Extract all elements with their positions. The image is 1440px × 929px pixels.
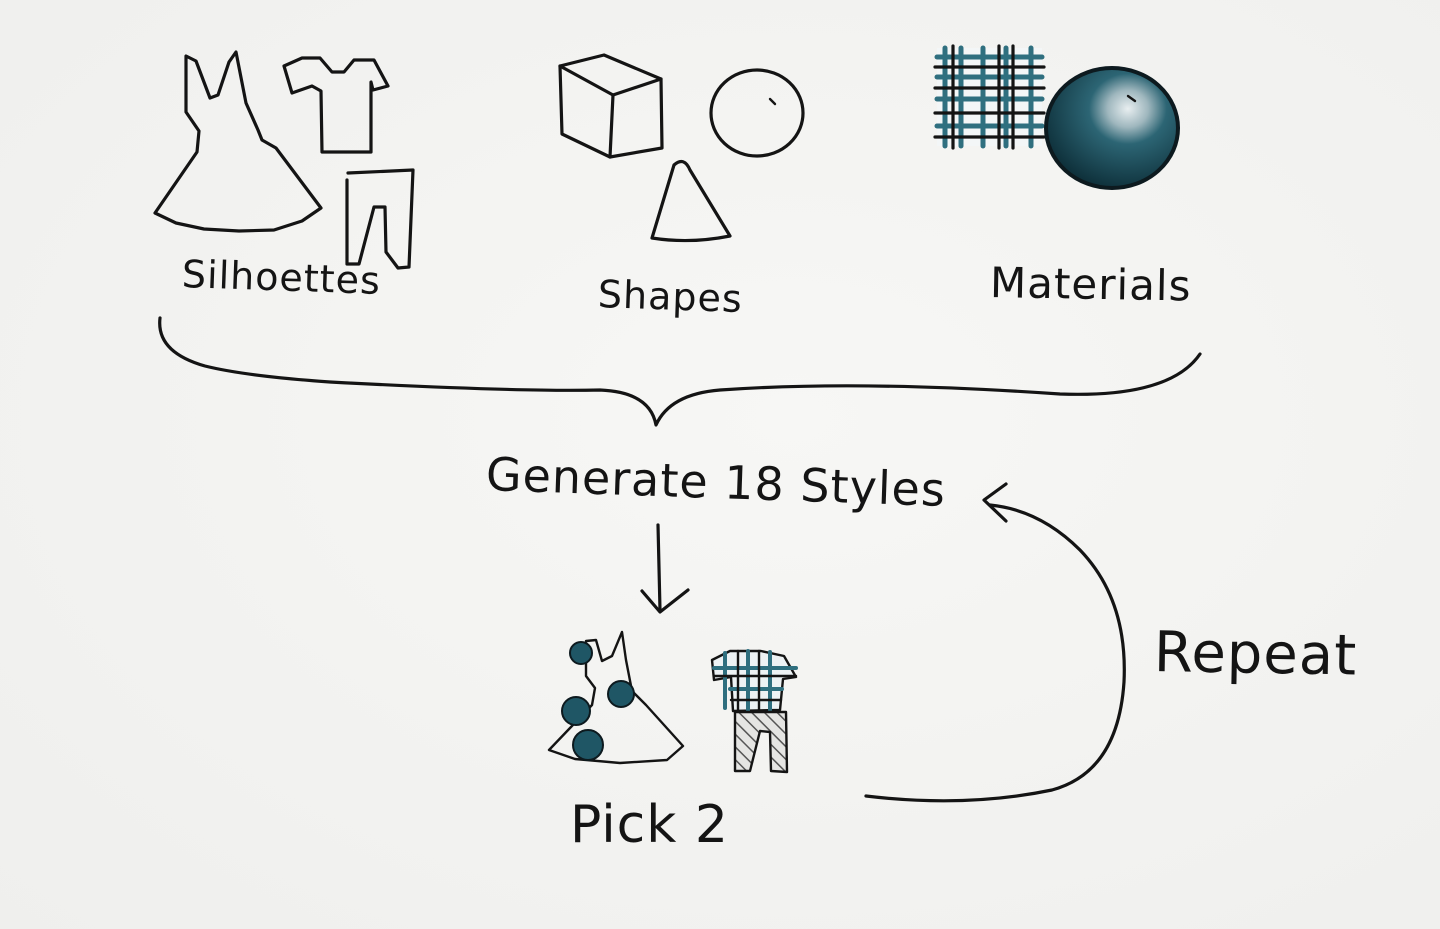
- dress-icon: [153, 50, 323, 233]
- tshirt-icon: [282, 56, 390, 154]
- plaid-swatch-icon: [933, 44, 1046, 150]
- shapes-label: Shapes: [597, 272, 744, 322]
- down-arrow-icon: [640, 523, 690, 614]
- plaid-outfit-icon: [710, 649, 798, 774]
- cone-icon: [650, 159, 732, 243]
- pants-icon: [345, 168, 415, 270]
- repeat-arrow-icon: [864, 482, 1126, 803]
- pick-label: Pick 2: [570, 795, 729, 855]
- materials-label: Materials: [989, 258, 1192, 311]
- repeat-label: Repeat: [1153, 620, 1358, 689]
- brace-icon: [158, 316, 1202, 427]
- cube-icon: [558, 53, 664, 159]
- silhouettes-label: Silhoettes: [181, 252, 382, 303]
- shaded-sphere-icon: [1044, 66, 1180, 190]
- polka-dress-icon: [547, 630, 685, 765]
- circle-icon: [709, 68, 805, 158]
